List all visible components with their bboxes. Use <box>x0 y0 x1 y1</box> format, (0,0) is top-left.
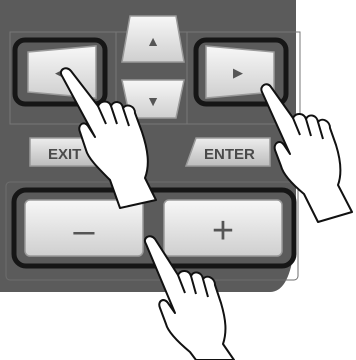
enter-label: ENTER <box>204 146 255 163</box>
plus-icon: + <box>212 210 234 252</box>
minus-icon: – <box>73 210 95 252</box>
up-arrow-icon: ▲ <box>146 33 160 49</box>
up-button[interactable]: ▲ <box>122 16 184 62</box>
exit-label: EXIT <box>48 146 81 163</box>
right-arrow-icon: ▶ <box>233 65 243 80</box>
minus-button[interactable]: – <box>25 200 143 256</box>
plus-button[interactable]: + <box>164 200 282 256</box>
down-arrow-icon: ▼ <box>146 93 160 109</box>
enter-button[interactable]: ENTER <box>186 138 270 166</box>
